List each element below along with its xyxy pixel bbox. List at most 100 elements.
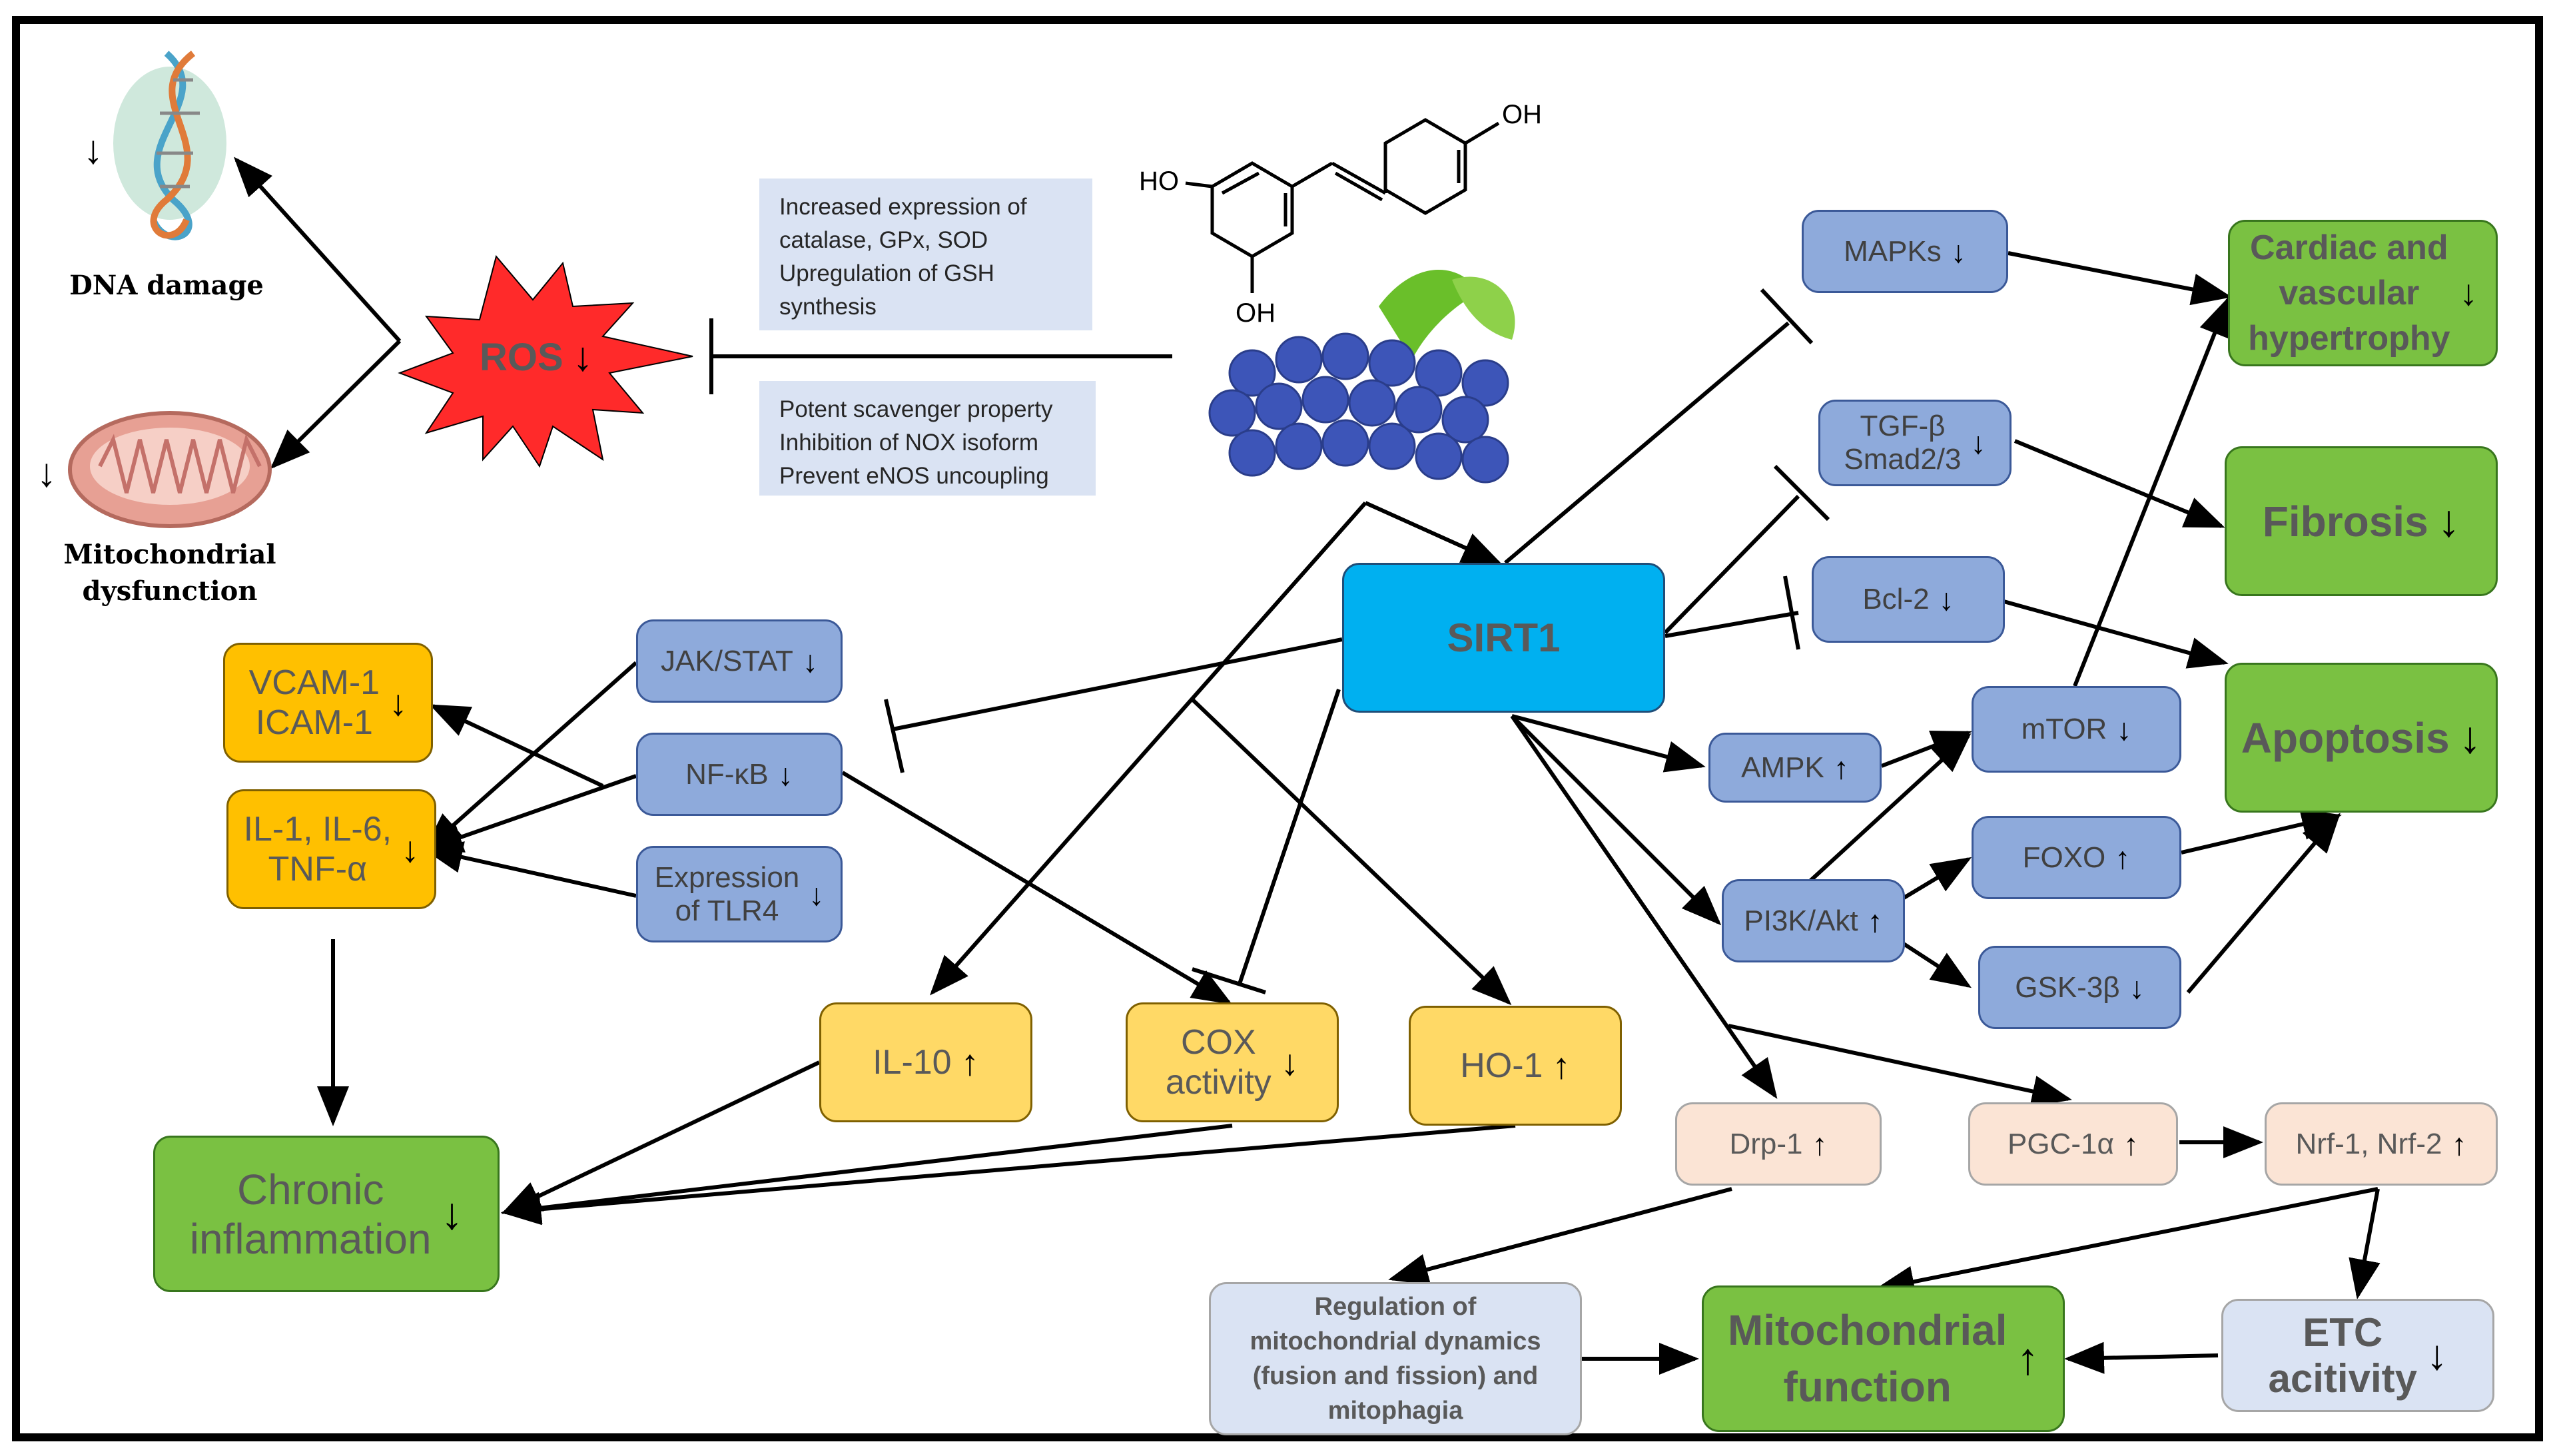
- arrow-ros-mito: [270, 339, 402, 470]
- ho1-arrow: ↑: [1552, 1045, 1571, 1086]
- mitochondrion-icon: [68, 411, 272, 528]
- arrow-ampk: [1511, 714, 1706, 773]
- il10-node: IL-10↑: [819, 1002, 1032, 1122]
- mito-dynamics-label: Regulation of mitochondrial dynamics (fu…: [1250, 1293, 1541, 1425]
- sirt1-label: SIRT1: [1447, 615, 1561, 660]
- arrow-jak-il1: [423, 661, 637, 852]
- arrow-foxo-apoptosis: [2181, 808, 2342, 855]
- drp1-arrow: ↑: [1812, 1126, 1828, 1162]
- pi3k-node: PI3K/Akt↑: [1722, 879, 1905, 962]
- tgf-node: TGF-β Smad2/3↓: [1818, 400, 2012, 486]
- resveratrol-molecule-icon: [1185, 118, 1500, 293]
- cox-activity-arrow: ↓: [1280, 1042, 1299, 1083]
- arrow-pi3k: [1510, 714, 1722, 926]
- mtor-node: mTOR ↓: [1972, 686, 2181, 773]
- tgf-label: TGF-β Smad2/3: [1844, 410, 1962, 476]
- inhibit-tgf-bar: [1773, 464, 1830, 522]
- vcam-icam-arrow: ↓: [389, 682, 408, 723]
- info-line: Increased expression of: [779, 194, 1027, 220]
- nfkb-label: NF-κB: [685, 757, 769, 791]
- arrow-ho1-chronic: [501, 1124, 1516, 1226]
- mtor-arrow: ↓: [2116, 712, 2132, 747]
- arrow-drp1: [1510, 715, 1778, 1099]
- nrf-arrow: ↑: [2451, 1126, 2467, 1162]
- arrow-cox-chronic: [501, 1124, 1233, 1224]
- mito-dysfunction-label: Mitochondrial dysfunction: [63, 539, 276, 607]
- arrow-il10: [930, 502, 1367, 996]
- ampk-label: AMPK: [1741, 751, 1824, 784]
- apoptosis-outcome: Apoptosis↓: [2225, 663, 2498, 813]
- arrow-pi3k-foxo: [1900, 857, 1972, 901]
- fibrosis-arrow: ↓: [2437, 496, 2460, 546]
- ros-text: ROS: [480, 336, 563, 379]
- inhibit-bcl2: [1664, 611, 1799, 638]
- apoptosis-label: Apoptosis: [2241, 713, 2450, 762]
- mito-dysfunction-arrow: ↓: [37, 450, 57, 495]
- arrow-nfkb-il1: [422, 774, 637, 853]
- arrow-mtor-cardiac: [2073, 296, 2230, 687]
- arrow-pi3k-gsk: [1900, 940, 1972, 988]
- molecule-ho-left: HO: [1139, 167, 1179, 196]
- inhibit-cox: [1237, 689, 1341, 986]
- nfkb-arrow: ↓: [777, 757, 793, 792]
- tlr4-arrow: ↓: [809, 877, 825, 912]
- tlr4-node: Expression of TLR4↓: [636, 846, 843, 942]
- info-line: Potent scavenger property: [779, 396, 1053, 422]
- jak-stat-label: JAK/STAT: [661, 644, 793, 677]
- pgc1a-arrow: ↑: [2123, 1126, 2139, 1162]
- ros-arrow: ↓: [572, 334, 593, 379]
- arrow-mapks-cardiac: [2008, 251, 2232, 306]
- il1-il6-tnf-arrow: ↓: [401, 829, 420, 870]
- molecule-oh-bottom: OH: [1236, 298, 1276, 328]
- arrow-gsk-apoptosis: [2186, 813, 2341, 994]
- vcam-icam-node: VCAM-1 ICAM-1↓: [223, 643, 433, 763]
- bcl2-node: Bcl-2↓: [1812, 556, 2005, 643]
- inhibit-nfkb-bar: [884, 699, 905, 773]
- vcam-icam-label: VCAM-1 ICAM-1: [248, 663, 380, 742]
- info-box-antioxidant-expression: Increased expression of catalase, GPx, S…: [759, 179, 1092, 330]
- ampk-node: AMPK ↑: [1708, 733, 1882, 803]
- mito-dynamics-node: Regulation of mitochondrial dynamics (fu…: [1209, 1282, 1582, 1435]
- dna-icon: [113, 51, 226, 240]
- fibrosis-label: Fibrosis: [2262, 497, 2428, 546]
- arrow-etc-mitofunc: [2064, 1341, 2219, 1374]
- diagram-frame: [12, 16, 2543, 1441]
- mapks-label: MAPKs: [1844, 234, 1942, 268]
- tgf-arrow: ↓: [1970, 426, 1986, 460]
- il1-il6-tnf-label: IL-1, IL-6, TNF-α: [243, 810, 392, 889]
- arrow-nfkb-cox: [841, 771, 1233, 1005]
- cardiac-hypertrophy-label: Cardiac and vascular hypertrophy: [2248, 228, 2450, 358]
- arrow-il10-chronic: [501, 1060, 821, 1214]
- mitochondrial-function-outcome: Mitochondrial function↑: [1702, 1285, 2065, 1432]
- foxo-node: FOXO↑: [1972, 816, 2181, 899]
- ros-label: ROS↓: [480, 333, 593, 380]
- mapks-arrow: ↓: [1950, 234, 1966, 269]
- arrow-ho1: [1190, 697, 1512, 1006]
- arrow-to-sirt1: [1364, 501, 1503, 565]
- arrow-tgf-fibrosis: [2014, 439, 2225, 528]
- arrow-ros-dna: [233, 157, 402, 343]
- ampk-arrow: ↑: [1833, 750, 1849, 785]
- gsk3b-node: GSK-3β↓: [1978, 946, 2181, 1029]
- sirt1-node: SIRT1: [1342, 563, 1665, 713]
- chronic-inflammation-label: Chronic inflammation: [189, 1165, 432, 1263]
- arrow-nrf-mitofunc: [1874, 1187, 2379, 1297]
- arrow-drp1-reg: [1388, 1187, 1732, 1285]
- etc-activity-arrow: ↓: [2426, 1332, 2448, 1379]
- inhibit-nfkb: [892, 637, 1343, 731]
- cardiac-hypertrophy-arrow: ↓: [2459, 272, 2478, 313]
- mtor-label: mTOR: [2021, 713, 2107, 745]
- pgc1a-label: PGC-1α: [2007, 1127, 2114, 1160]
- arrow-nfkb-vcam: [429, 704, 604, 788]
- bcl2-arrow: ↓: [1938, 582, 1954, 617]
- il10-label: IL-10: [873, 1043, 952, 1082]
- il10-arrow: ↑: [960, 1042, 979, 1083]
- inhibit-mapks: [1504, 321, 1790, 565]
- foxo-label: FOXO: [2022, 841, 2106, 874]
- jak-stat-arrow: ↓: [802, 643, 818, 679]
- pgc1a-node: PGC-1α ↑: [1968, 1102, 2178, 1186]
- nrf-node: Nrf-1, Nrf-2↑: [2265, 1102, 2498, 1186]
- ho1-label: HO-1: [1460, 1046, 1543, 1085]
- dna-damage-label: DNA damage: [69, 270, 264, 301]
